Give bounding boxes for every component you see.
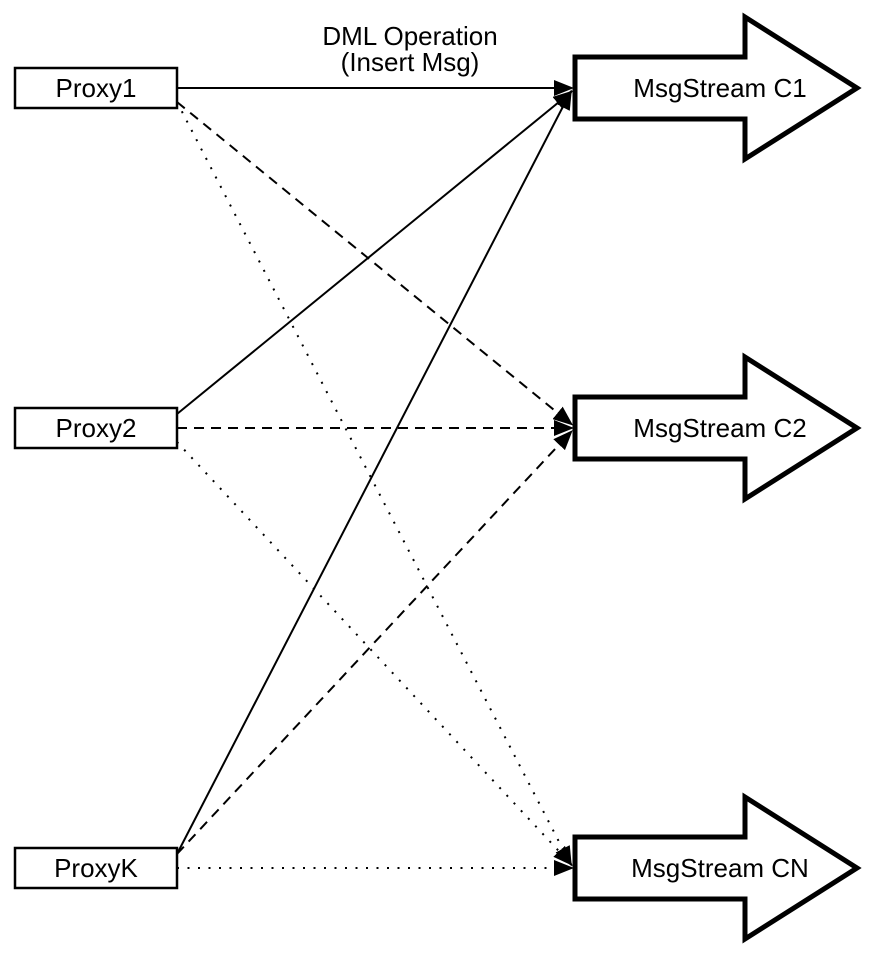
title-line-2: (Insert Msg) (341, 47, 480, 77)
edge-proxy2-to-msgstream-c1 (176, 90, 574, 415)
msgstream-c1-label: MsgStream C1 (633, 73, 806, 103)
edge-proxy2-to-msgstream-cn (176, 441, 573, 866)
proxy2-box (13, 406, 179, 450)
proxy2-label: Proxy2 (56, 413, 137, 443)
stream-node-c1: MsgStream C1 (572, 12, 862, 164)
title-line-1: DML Operation (322, 21, 497, 51)
edges-layer (176, 80, 574, 876)
msgstream-c2-arrow-shape (572, 352, 862, 504)
stream-node-c2: MsgStream C2 (572, 352, 862, 504)
msgstream-c1-arrow-shape (572, 12, 862, 164)
edge-proxy1-to-msgstream-cn (176, 101, 572, 867)
proxyk-box (13, 846, 179, 890)
proxy1-label: Proxy1 (56, 73, 137, 103)
edge-proxy1-to-msgstream-c2 (176, 101, 574, 426)
proxy-node-k: ProxyK (13, 846, 179, 890)
proxyk-label: ProxyK (54, 853, 138, 883)
proxy1-box (13, 66, 179, 110)
edge-proxyk-to-msgstream-c2 (176, 430, 573, 855)
msgstream-cn-arrow-shape (572, 792, 862, 944)
edge-proxyk-to-msgstream-c1 (176, 89, 572, 855)
stream-node-cn: MsgStream CN (572, 792, 862, 944)
proxy-node-1: Proxy1 (13, 66, 179, 110)
msgstream-c2-label: MsgStream C2 (633, 413, 806, 443)
msgstream-cn-label: MsgStream CN (631, 853, 809, 883)
proxy-node-2: Proxy2 (13, 406, 179, 450)
